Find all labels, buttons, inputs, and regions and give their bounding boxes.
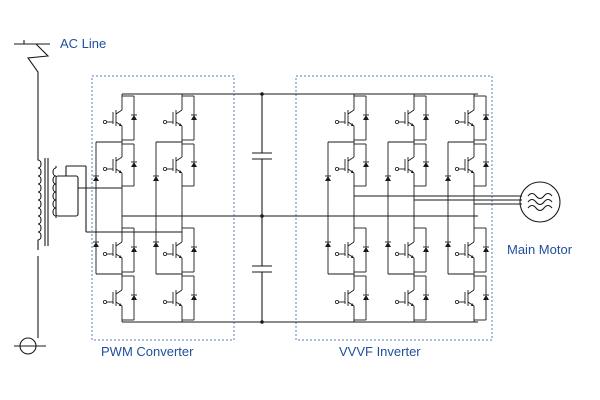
ac-motor-icon — [519, 181, 561, 223]
inverter-leg-v-igbt-3 — [394, 226, 429, 274]
inverter-leg-v — [388, 141, 415, 275]
ac-line-label: AC Line — [60, 36, 106, 51]
inverter-leg-v-clamp-diode-bottom — [385, 216, 391, 274]
inverter-leg-u-clamp-diode-bottom — [325, 216, 331, 274]
vvvf-inverter-box — [295, 75, 493, 341]
converter-leg-2-igbt-4 — [162, 274, 197, 322]
inverter-leg-u-igbt-2 — [334, 142, 369, 188]
converter-leg-1-clamp-diode-bottom — [93, 216, 99, 274]
inverter-leg-w — [448, 141, 475, 275]
converter-leg-2-clamp-diode-top — [153, 142, 159, 216]
motor-feed-lines — [354, 195, 522, 205]
converter-leg-1-igbt-3 — [103, 226, 137, 274]
inverter-leg-u — [328, 141, 355, 275]
inverter-leg-w-igbt-4 — [454, 274, 489, 322]
pwm-converter-box — [91, 75, 235, 341]
inverter-leg-u-igbt-4 — [334, 274, 369, 322]
junction-dots — [260, 92, 264, 324]
inverter-leg-v-clamp-diode-top — [385, 142, 391, 216]
dc-link-capacitor-bottom — [252, 216, 272, 322]
converter-leg-1-igbt-2 — [103, 142, 137, 188]
inverter-leg-v-igbt-4 — [394, 274, 429, 322]
converter-leg-1-igbt-4 — [103, 274, 137, 322]
inverter-leg-u-clamp-diode-top — [325, 142, 331, 216]
ground-wheel-icon — [14, 337, 46, 355]
step-down-transformer-icon — [37, 150, 182, 338]
igbt-legs — [93, 94, 489, 322]
inverter-leg-u-igbt-3 — [334, 226, 369, 274]
converter-leg-1-clamp-diode-top — [93, 142, 99, 216]
pwm-converter-label: PWM Converter — [101, 344, 194, 359]
converter-leg-2-igbt-1 — [162, 94, 197, 142]
converter-leg-2-clamp-diode-bottom — [153, 216, 159, 274]
inverter-leg-v-igbt-2 — [394, 142, 429, 188]
vvvf-inverter-label: VVVF Inverter — [339, 344, 421, 359]
inverter-leg-v-igbt-1 — [394, 94, 429, 142]
inverter-leg-w-clamp-diode-bottom — [445, 216, 451, 274]
converter-leg-2 — [156, 141, 183, 275]
inverter-leg-u-igbt-1 — [334, 94, 369, 142]
dc-bus — [122, 93, 478, 323]
pantograph-icon — [14, 40, 50, 150]
dc-link-capacitor-top — [252, 94, 272, 216]
converter-leg-1-igbt-1 — [103, 94, 137, 142]
inverter-leg-w-clamp-diode-top — [445, 142, 451, 216]
main-motor-label: Main Motor — [507, 242, 573, 257]
inverter-leg-w-igbt-3 — [454, 226, 489, 274]
converter-leg-2-igbt-3 — [162, 226, 197, 274]
converter-leg-2-igbt-2 — [162, 142, 197, 188]
inverter-leg-w-igbt-2 — [454, 142, 489, 188]
inverter-leg-w-igbt-1 — [454, 94, 489, 142]
converter-leg-1 — [96, 141, 123, 275]
